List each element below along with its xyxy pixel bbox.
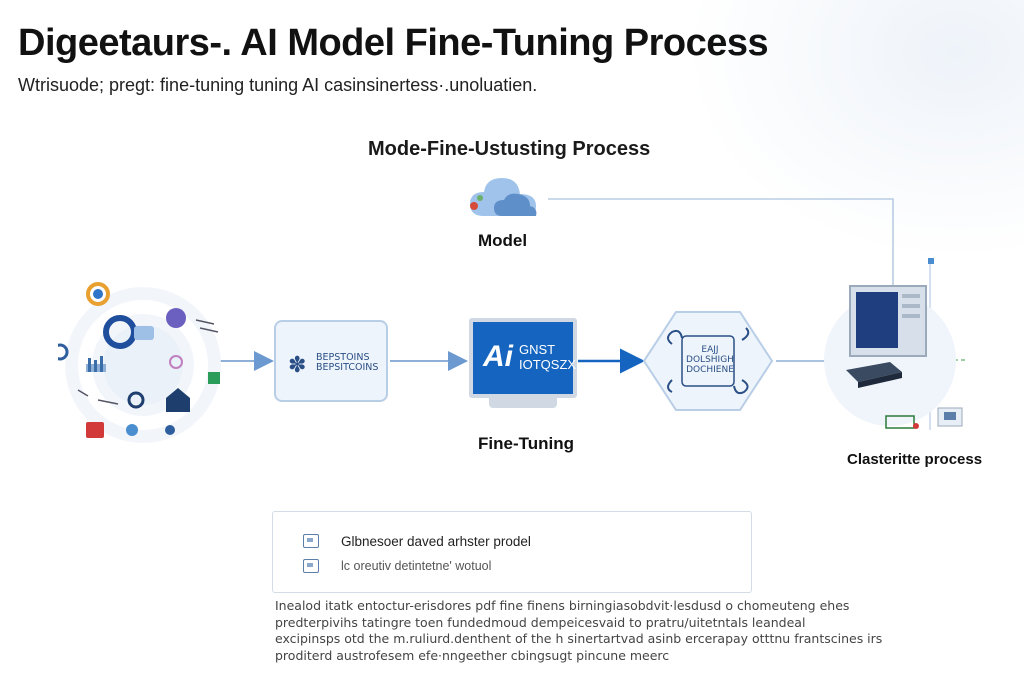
description-paragraph: Inealod itatk entoctur-erisdores pdf fin… xyxy=(275,598,883,664)
progress-icon xyxy=(86,282,110,306)
paragraph-line: proditerd austrofesem efe·nngeether cbin… xyxy=(275,647,670,663)
gear-icon xyxy=(51,343,69,361)
gear-icon xyxy=(470,202,478,210)
user-icon xyxy=(166,308,186,328)
router-icon xyxy=(846,362,902,382)
info-row-text: lc oreutiv detintetne' wotuol xyxy=(341,559,492,573)
info-row[interactable]: lc oreutiv detintetne' wotuol xyxy=(303,556,491,576)
monitor-stand xyxy=(489,398,557,408)
page-title: Digeetaurs-. AI Model Fine-Tuning Proces… xyxy=(18,22,769,64)
fine-tuning-node[interactable]: Ai GNST IOTQSZX xyxy=(469,318,577,408)
fine-tuning-label: Fine-Tuning xyxy=(478,434,574,453)
diagram-title: Mode-Fine-Ustusting Process xyxy=(368,138,651,160)
app-icon xyxy=(208,372,220,384)
cluster-label: Clasteritte process xyxy=(847,451,983,468)
server-graphic xyxy=(824,258,963,429)
gear-icon xyxy=(127,391,145,409)
model-label: Model xyxy=(478,231,528,250)
printer-icon xyxy=(86,422,104,438)
monitor-screen: Ai GNST IOTQSZX xyxy=(469,318,577,398)
page-subtitle: Wtrisuode; pregt: fine-tuning tuning AI … xyxy=(18,75,538,95)
evaluation-badge-icon xyxy=(642,311,774,411)
paragraph-line: excipinsps otd the m.ruliurd.denthent of… xyxy=(275,631,883,646)
info-panel: Glbnesoer daved arhster prodel lc oreuti… xyxy=(272,511,752,593)
monitor-text: GNST IOTQSZX xyxy=(519,342,577,372)
datasets-box[interactable]: ✽ BEPSTOINS BEPSITCOINS xyxy=(274,320,388,402)
datasets-box-text: BEPSTOINS BEPSITCOINS xyxy=(316,352,379,373)
info-row[interactable]: Glbnesoer daved arhster prodel xyxy=(303,531,531,551)
evaluation-text: EAJJ DOLSHIGH DOCHIENE xyxy=(686,345,734,375)
document-icon xyxy=(303,534,319,548)
evaluation-node[interactable] xyxy=(642,310,774,412)
data-sources-cluster[interactable] xyxy=(51,280,228,450)
model-node[interactable] xyxy=(462,168,546,226)
paragraph-line: predterpivihs tatingre toen fundedmoud d… xyxy=(275,614,806,630)
cloud-icon xyxy=(470,178,537,216)
file-icon xyxy=(303,559,319,573)
info-row-text: Glbnesoer daved arhster prodel xyxy=(341,533,531,549)
paragraph-line: Inealod itatk entoctur-erisdores pdf fin… xyxy=(275,598,850,613)
cluster-node[interactable] xyxy=(820,250,970,440)
ai-logo: Ai xyxy=(483,340,513,373)
data-sources-graphic xyxy=(51,282,221,443)
house-icon xyxy=(166,388,190,412)
puzzle-icon: ✽ xyxy=(288,352,307,377)
